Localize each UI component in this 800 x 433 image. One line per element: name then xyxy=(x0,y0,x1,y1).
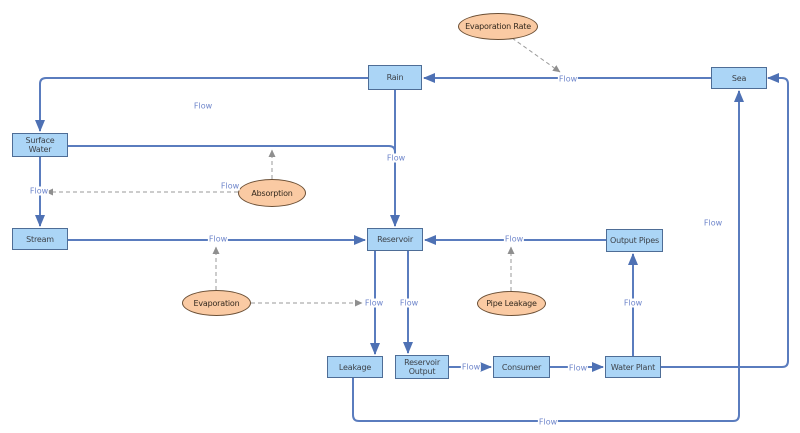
flow-label-rain-to-surface-water: Flow xyxy=(192,101,214,111)
connector-evaporation-rate-to-flow xyxy=(511,37,561,73)
stock-output-pipes-label: Output Pipes xyxy=(610,236,659,245)
stock-leakage[interactable]: Leakage xyxy=(327,356,383,378)
converter-absorption[interactable]: Absorption xyxy=(238,179,306,207)
converter-evaporation-rate-label: Evaporation Rate xyxy=(465,22,531,31)
flow-label-reservoir-to-reservoir-output: Flow xyxy=(398,298,420,308)
converter-evaporation-label: Evaporation xyxy=(193,298,240,308)
flow-label-surface-water-to-stream: Flow xyxy=(28,186,50,196)
stock-stream[interactable]: Stream xyxy=(12,228,68,250)
converter-evaporation[interactable]: Evaporation xyxy=(182,290,251,316)
stock-reservoir-output-label: Reservoir Output xyxy=(404,358,440,376)
flow-label-stream-to-reservoir: Flow xyxy=(207,234,229,244)
stock-leakage-label: Leakage xyxy=(338,362,372,372)
stock-output-pipes[interactable]: Output Pipes xyxy=(606,229,663,252)
stock-water-plant-label: Water Plant xyxy=(610,362,656,372)
stock-rain-label: Rain xyxy=(386,73,404,82)
flow-line-surface-water-to-reservoir xyxy=(68,145,396,153)
converter-evaporation-rate[interactable]: Evaporation Rate xyxy=(458,13,538,40)
stock-sea[interactable]: Sea xyxy=(711,67,767,89)
flow-label-leakage-to-sea-bottom: Flow xyxy=(537,417,559,427)
flow-label-reservoir-output-to-consumer: Flow xyxy=(460,362,482,372)
converter-pipe-leakage[interactable]: Pipe Leakage xyxy=(477,291,546,316)
stock-consumer-label: Consumer xyxy=(501,362,542,372)
flow-label-rain-to-reservoir: Flow xyxy=(385,153,407,163)
flow-label-reservoir-to-leakage: Flow xyxy=(363,298,385,308)
stock-reservoir-label: Reservoir xyxy=(377,235,413,244)
stock-water-plant[interactable]: Water Plant xyxy=(605,356,661,378)
flow-label-consumer-to-water-plant: Flow xyxy=(567,363,589,373)
converter-pipe-leakage-label: Pipe Leakage xyxy=(486,299,537,308)
flow-arrow-water-plant-to-sea xyxy=(661,73,789,368)
flow-label-absorption-connector: Flow xyxy=(219,181,241,191)
stock-surface-water[interactable]: Surface Water xyxy=(12,133,68,157)
stock-rain[interactable]: Rain xyxy=(368,65,422,90)
stock-reservoir-output[interactable]: Reservoir Output xyxy=(395,355,449,379)
flow-label-sea-to-rain: Flow xyxy=(557,74,579,84)
converter-absorption-label: Absorption xyxy=(251,188,293,198)
flow-label-leakage-to-sea-vertical: Flow xyxy=(702,218,724,228)
flow-label-output-pipes-to-reservoir: Flow xyxy=(503,234,525,244)
flow-label-water-plant-to-output-pipes: Flow xyxy=(622,298,644,308)
stock-sea-label: Sea xyxy=(731,73,747,83)
stock-reservoir[interactable]: Reservoir xyxy=(367,228,423,251)
stock-stream-label: Stream xyxy=(26,234,54,244)
stock-consumer[interactable]: Consumer xyxy=(493,356,550,378)
flow-arrow-rain-to-surface-water xyxy=(35,77,368,132)
stock-surface-water-label: Surface Water xyxy=(25,136,55,154)
